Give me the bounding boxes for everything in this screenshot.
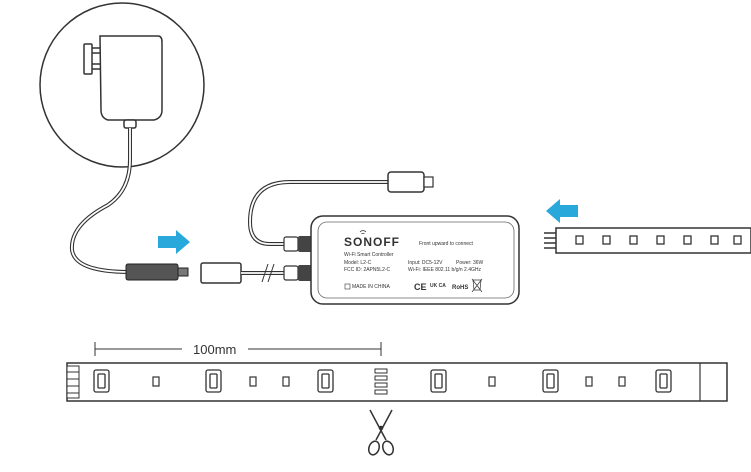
power-adapter-icon xyxy=(83,35,163,129)
measure-label: 100mm xyxy=(193,342,236,357)
dc-jack-female xyxy=(200,262,242,284)
controller-product-name: Wi-Fi Smart Controller xyxy=(344,252,394,258)
arrow-left-icon xyxy=(546,199,578,223)
controller-wifi: Wi-Fi: IEEE 802.11 b/g/n 2.4GHz xyxy=(408,267,481,273)
controller-input: Input: DC5-12V xyxy=(408,260,443,266)
controller-origin: MADE IN CHINA xyxy=(352,284,390,290)
ce-mark: CE xyxy=(414,282,427,292)
led-strip-long xyxy=(66,362,728,402)
cut-mark xyxy=(374,368,388,395)
controller-fcc-id: FCC ID: 2APN5L2-C xyxy=(344,267,391,273)
wifi-icon xyxy=(359,230,367,235)
controller-brand: SONOFF xyxy=(344,235,400,249)
ukca-mark: UK CA xyxy=(430,283,446,289)
dc-plug-male xyxy=(125,263,189,281)
connect-hint: Front upward to connect xyxy=(419,241,474,247)
controller-power: Power: 36W xyxy=(456,260,484,266)
arrow-right-icon xyxy=(158,230,190,254)
wifi-smart-controller: SONOFF Front upward to connect Wi-Fi Sma… xyxy=(310,215,520,305)
weee-bin-icon xyxy=(471,278,483,293)
rohs-mark: RoHS xyxy=(452,285,468,291)
led-strip-end xyxy=(544,227,751,254)
controller-model: Model: L2-C xyxy=(344,260,372,266)
power-adapter-callout xyxy=(39,2,205,168)
scissors-icon xyxy=(367,409,395,456)
strip-connector xyxy=(387,171,434,193)
measurement-100mm: 100mm xyxy=(94,342,382,357)
